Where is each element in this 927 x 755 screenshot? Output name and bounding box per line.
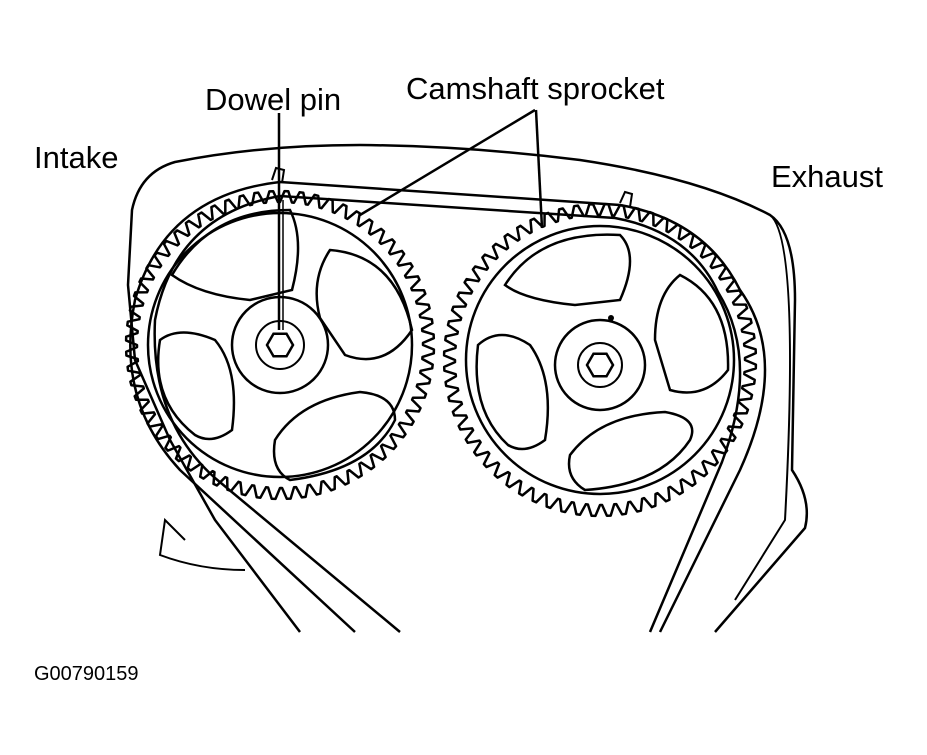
exhaust-sprocket-rim [464, 224, 736, 496]
exhaust-window-right [653, 273, 730, 394]
exhaust-label: Exhaust [771, 159, 884, 194]
exhaust-sprocket-teeth [442, 202, 758, 518]
intake-sprocket-teeth [124, 189, 436, 501]
cover-right-edge [734, 214, 791, 601]
intake-bolt-head [265, 332, 295, 358]
exhaust-sprocket-windows [475, 233, 730, 492]
cover-inner-line [158, 517, 246, 571]
exhaust-index-dot [608, 315, 614, 321]
camshaft-leader-left [359, 108, 536, 217]
intake-window-top [170, 208, 300, 302]
belt-tooth-notch-right [619, 190, 634, 208]
exhaust-window-bottom [567, 410, 694, 492]
intake-label: Intake [34, 140, 119, 175]
dowel-pin-label: Dowel pin [205, 82, 342, 117]
timing-belt-outer [129, 180, 767, 633]
figure-code: G00790159 [34, 663, 139, 685]
intake-sprocket-windows [156, 208, 414, 482]
intake-window-right [315, 248, 414, 361]
exhaust-sprocket [442, 202, 758, 518]
exhaust-window-left [475, 333, 550, 451]
exhaust-window-top [503, 233, 632, 307]
cover-outline [126, 143, 809, 633]
camshaft-sprocket-label: Camshaft sprocket [406, 71, 665, 106]
exhaust-hub-inner [577, 342, 623, 388]
exhaust-bolt-head [585, 352, 615, 378]
intake-window-left [156, 331, 236, 441]
camshaft-leader-right [534, 109, 544, 229]
exhaust-hub-ring [553, 318, 647, 412]
intake-window-bottom [272, 390, 397, 482]
